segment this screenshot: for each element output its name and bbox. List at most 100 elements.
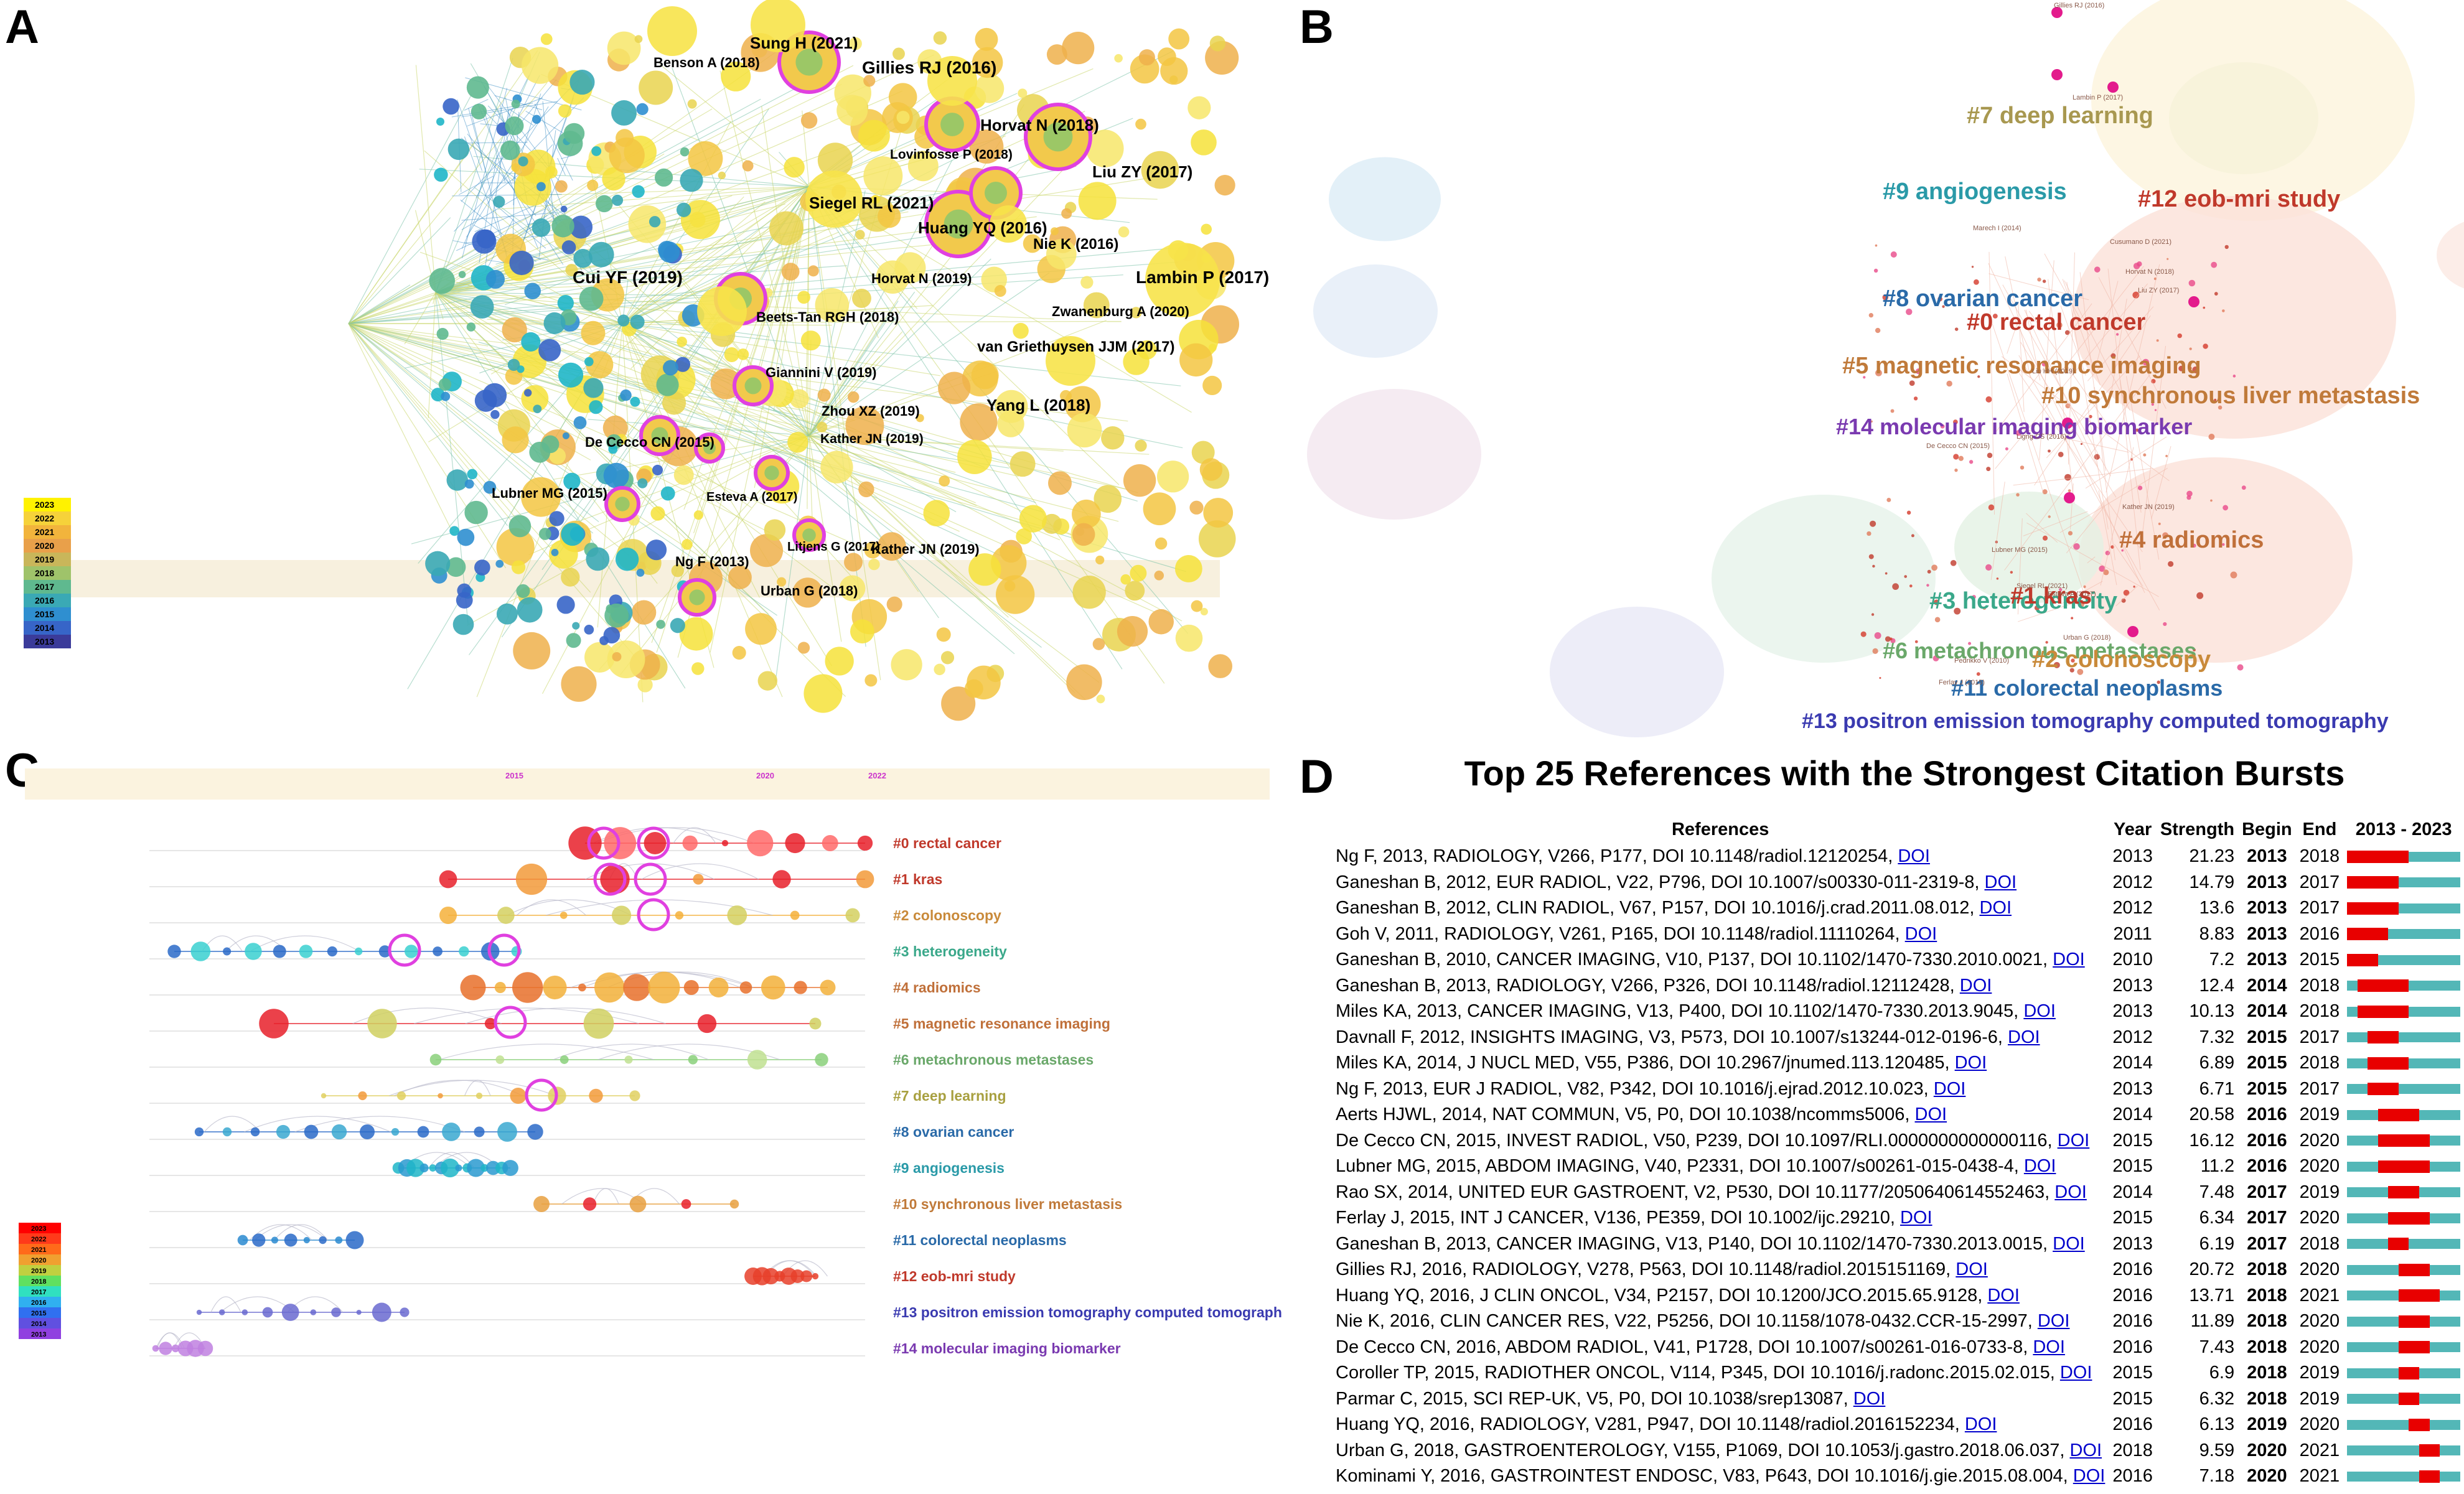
burst-bar-cell — [2343, 844, 2464, 870]
node-label: Gillies RJ (2016) — [862, 58, 996, 77]
strength-cell: 6.71 — [2157, 1076, 2238, 1103]
network-node — [596, 195, 613, 213]
doi-link[interactable]: DOI — [2053, 1234, 2085, 1254]
timeline-node — [332, 1124, 347, 1139]
timeline-node — [578, 984, 586, 992]
doi-link[interactable]: DOI — [1965, 1414, 1997, 1434]
timeline-node — [418, 1126, 429, 1138]
doi-link[interactable]: DOI — [2024, 1156, 2056, 1176]
network-node — [561, 666, 596, 702]
doi-link[interactable]: DOI — [2038, 1311, 2070, 1331]
network-node — [1215, 175, 1235, 195]
timeline-node — [357, 1310, 362, 1315]
doi-link[interactable]: DOI — [2008, 1027, 2040, 1047]
doi-link[interactable]: DOI — [1898, 846, 1930, 866]
burst-period-bar — [2378, 1160, 2430, 1173]
timeline-node — [299, 945, 313, 958]
network-node — [516, 584, 530, 598]
cluster-node — [2208, 434, 2214, 440]
timeline-node — [497, 1122, 517, 1142]
network-node — [635, 35, 643, 43]
burst-row: Ganeshan B, 2010, CANCER IMAGING, V10, P… — [1332, 947, 2464, 973]
begin-cell: 2017 — [2238, 1180, 2296, 1206]
reference-text: Goh V, 2011, RADIOLOGY, V261, P165, DOI … — [1336, 924, 1905, 944]
cluster-node — [1985, 564, 1992, 571]
reference-text: Ng F, 2013, RADIOLOGY, V266, P177, DOI 1… — [1336, 846, 1898, 866]
timeline-node — [772, 870, 790, 888]
doi-link[interactable]: DOI — [2069, 1440, 2102, 1460]
node-label: Zwanenburg A (2020) — [1052, 304, 1189, 319]
network-node — [1101, 426, 1124, 449]
legend-year-label: 2013 — [35, 637, 54, 647]
legend-year-label: 2017 — [35, 582, 54, 592]
doi-link[interactable]: DOI — [2060, 1363, 2092, 1383]
year-cell: 2013 — [2109, 999, 2157, 1025]
cluster-node — [2094, 266, 2101, 273]
doi-link[interactable]: DOI — [2053, 950, 2085, 969]
timeline-node — [809, 1017, 821, 1029]
doi-link[interactable]: DOI — [1900, 1208, 1932, 1228]
burst-timeline-bar — [2347, 1058, 2460, 1068]
doi-link[interactable]: DOI — [1915, 1104, 1947, 1124]
network-node — [475, 390, 497, 412]
reference-text: Parmar C, 2015, SCI REP-UK, V5, P0, DOI … — [1336, 1389, 1853, 1409]
burst-timeline-bar — [2347, 1265, 2460, 1275]
node-label: Sung H (2021) — [750, 34, 858, 52]
doi-link[interactable]: DOI — [1934, 1079, 1966, 1099]
burst-row: Gillies RJ, 2016, RADIOLOGY, V278, P563,… — [1332, 1257, 2464, 1283]
network-node — [650, 507, 665, 521]
cluster-node — [2177, 334, 2181, 338]
burst-row: Goh V, 2011, RADIOLOGY, V261, P165, DOI … — [1332, 922, 2464, 948]
doi-link[interactable]: DOI — [2058, 1131, 2090, 1151]
network-node — [1114, 54, 1123, 63]
network-node — [858, 482, 874, 497]
doi-link[interactable]: DOI — [2033, 1337, 2065, 1357]
node-label: Yang L (2018) — [986, 396, 1090, 414]
timeline-node — [430, 1054, 442, 1066]
cluster-node — [1875, 245, 1878, 247]
timeline-node — [251, 1128, 260, 1137]
reference-text: Nie K, 2016, CLIN CANCER RES, V22, P5256… — [1336, 1311, 2038, 1331]
network-node — [677, 203, 691, 217]
cluster-label: #14 molecular imaging biomarker — [1836, 414, 2192, 439]
network-node — [467, 469, 478, 480]
end-cell: 2015 — [2296, 947, 2344, 973]
end-cell: 2017 — [2296, 1076, 2344, 1103]
doi-link[interactable]: DOI — [1955, 1053, 1987, 1073]
strength-cell: 10.13 — [2157, 999, 2238, 1025]
doi-link[interactable]: DOI — [2054, 1182, 2087, 1202]
doi-link[interactable]: DOI — [2023, 1001, 2056, 1021]
network-node — [604, 604, 629, 628]
network-node — [682, 539, 692, 549]
burst-bar-cell — [2343, 1102, 2464, 1128]
network-node — [972, 362, 999, 389]
doi-link[interactable]: DOI — [1985, 872, 2017, 892]
node-label: Litjens G (2017) — [787, 540, 880, 554]
doi-link[interactable]: DOI — [2073, 1466, 2106, 1486]
timeline-node — [684, 980, 699, 995]
reference-cell: Urban G, 2018, GASTROENTEROLOGY, V155, P… — [1332, 1438, 2109, 1464]
doi-link[interactable]: DOI — [1979, 898, 2012, 918]
network-node — [533, 404, 541, 413]
begin-cell: 2018 — [2238, 1335, 2296, 1361]
strength-cell: 9.59 — [2157, 1438, 2238, 1464]
network-node — [1079, 182, 1117, 220]
burst-row: Miles KA, 2013, CANCER IMAGING, V13, P40… — [1332, 999, 2464, 1025]
network-node — [471, 104, 487, 119]
reference-text: Miles KA, 2014, J NUCL MED, V55, P386, D… — [1336, 1053, 1955, 1073]
year-cell: 2011 — [2109, 922, 2157, 948]
reference-text: Huang YQ, 2016, J CLIN ONCOL, V34, P2157… — [1336, 1286, 1987, 1305]
timeline-node — [730, 1200, 739, 1208]
doi-link[interactable]: DOI — [1956, 1259, 1988, 1279]
doi-link[interactable]: DOI — [1905, 924, 1937, 944]
doi-link[interactable]: DOI — [1960, 976, 1992, 996]
burst-timeline-bar — [2347, 1291, 2460, 1300]
doi-link[interactable]: DOI — [1987, 1286, 2020, 1305]
doi-link[interactable]: DOI — [1853, 1389, 1886, 1409]
cluster-node — [2157, 339, 2159, 342]
small-node-label: Lubner MG (2015) — [1992, 546, 2048, 554]
year-cell: 2016 — [2109, 1257, 2157, 1283]
burst-bar-cell — [2343, 1257, 2464, 1283]
network-node — [820, 451, 853, 483]
cluster-node — [1875, 328, 1880, 333]
